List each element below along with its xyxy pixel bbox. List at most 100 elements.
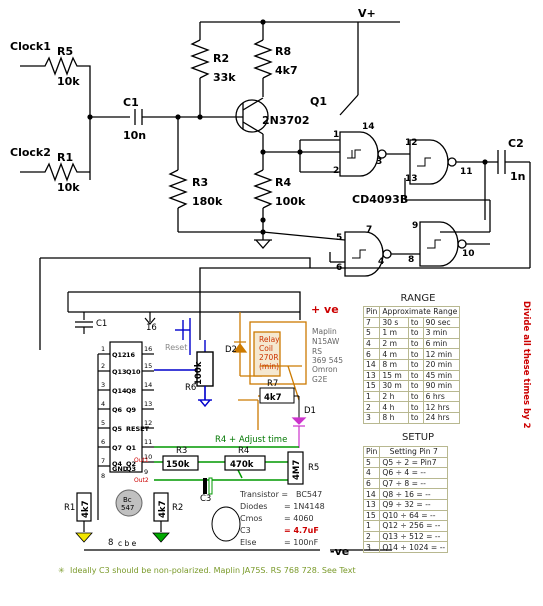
cell: 2 <box>362 530 381 543</box>
parts-cmos-key: Cmos <box>240 514 262 523</box>
c3-symbol <box>211 506 241 542</box>
cell: to <box>407 348 424 360</box>
left-pin-4: 4 <box>101 400 105 408</box>
q1-value: 2N3702 <box>262 114 309 127</box>
relay-label-3: 270R <box>259 353 279 362</box>
right-pin-13: 13 <box>144 400 152 408</box>
cell: 2 h <box>379 390 409 403</box>
right-pin-14: 14 <box>144 381 152 389</box>
cell: 15 <box>362 380 381 392</box>
out-labels: Out1 Out2 <box>134 457 149 484</box>
pin8-label: 8 <box>108 538 113 548</box>
r8-name: R8 <box>275 45 291 58</box>
cell: to <box>407 327 424 339</box>
bc-label-1: Bc <box>123 496 132 504</box>
cell: 4 h <box>379 401 409 413</box>
cell: 8 m <box>379 358 409 371</box>
chip-pin-q6: Q6 <box>112 406 123 414</box>
leds <box>75 532 170 543</box>
bottom-wiring <box>67 292 300 520</box>
pin-13: 13 <box>405 174 418 184</box>
b-r5-name: R5 <box>308 463 319 473</box>
range-header: Pin Approximate Range <box>362 306 461 318</box>
left-pin-1: 1 <box>101 345 105 353</box>
cell: to <box>407 411 424 424</box>
b-c3-label: C3 <box>200 494 211 504</box>
r7-name: R7 <box>267 379 278 389</box>
maplin-line-2: N15AW <box>312 337 340 346</box>
r4-name: R4 <box>275 176 291 189</box>
c1-name: C1 <box>123 96 139 109</box>
r2-name: R2 <box>213 52 229 65</box>
parts-else-key: Else <box>240 538 256 547</box>
setup-header: Pin Setting Pin 7 <box>362 446 449 458</box>
cell: Q6 ÷ 4 = -- <box>379 467 449 479</box>
cell: 3 min <box>422 327 461 339</box>
transistor-body <box>115 489 143 517</box>
cell: 15 <box>362 509 381 522</box>
relay-label-2: Coil <box>259 344 273 353</box>
cell: 5 <box>362 456 381 469</box>
left-pin-3: 3 <box>101 381 105 389</box>
pin-1: 1 <box>333 130 339 140</box>
r8-value: 4k7 <box>275 64 298 77</box>
r5-name: R5 <box>57 45 73 58</box>
reset-wiring <box>154 318 214 408</box>
pin-5: 5 <box>336 233 342 243</box>
cell: 12 hrs <box>422 401 461 413</box>
cell: 14 <box>362 358 381 371</box>
bottom-c1-label: C1 <box>96 319 107 329</box>
b-r1-value: 4k7 <box>81 500 91 518</box>
chip-pin-q1: Q1 <box>126 444 137 452</box>
r2-value: 33k <box>213 71 236 84</box>
right-pin-12: 12 <box>144 419 152 427</box>
parts-c3-val: = 4.7uF <box>284 526 319 535</box>
pin-12: 12 <box>405 138 418 148</box>
r1-name: R1 <box>57 151 73 164</box>
chip-pin-numbers: 1 2 3 4 5 6 7 8 16 15 14 13 12 11 10 9 <box>101 345 152 480</box>
cell: 30 m <box>379 380 409 392</box>
bc-label-2: 547 <box>121 504 134 512</box>
cell: 1 <box>362 520 381 532</box>
chip-pin-q14: Q14 <box>112 387 127 395</box>
b-r5-value: 4M7 <box>292 460 302 480</box>
cell: Q12 ÷ 256 = -- <box>379 520 449 532</box>
r3-value: 180k <box>192 195 223 208</box>
pin-3: 3 <box>376 157 382 167</box>
cell: 45 min <box>422 369 461 382</box>
chip-pin-q4: Q4 <box>112 460 123 468</box>
diode-d1 <box>291 417 307 448</box>
cell: 2 <box>362 401 381 413</box>
left-pin-8: 8 <box>101 472 105 480</box>
r7-value: 4k7 <box>264 393 282 403</box>
right-pin-15: 15 <box>144 362 152 370</box>
diode-d2 <box>232 341 248 353</box>
setup-header-setting: Setting Pin 7 <box>379 446 449 458</box>
cell: 3 <box>362 541 381 553</box>
cell: to <box>407 337 424 350</box>
r1-value: 10k <box>57 181 80 194</box>
pin-7: 7 <box>366 225 372 235</box>
cell: 24 hrs <box>422 411 461 424</box>
chip-label: CD4093B <box>352 193 408 206</box>
cell: 5 <box>362 327 381 339</box>
c1-value: 10n <box>123 129 146 142</box>
cell: to <box>407 369 424 382</box>
chip-pin-q13: Q13 <box>112 368 127 376</box>
parts-transistor-key: Transistor = <box>239 490 288 499</box>
range-header-range: Approximate Range <box>379 306 461 318</box>
cell: 4 <box>362 337 381 350</box>
parts-c3-key: C3 <box>240 526 251 535</box>
cell: 90 sec <box>422 316 461 329</box>
out2-label: Out2 <box>134 477 149 484</box>
